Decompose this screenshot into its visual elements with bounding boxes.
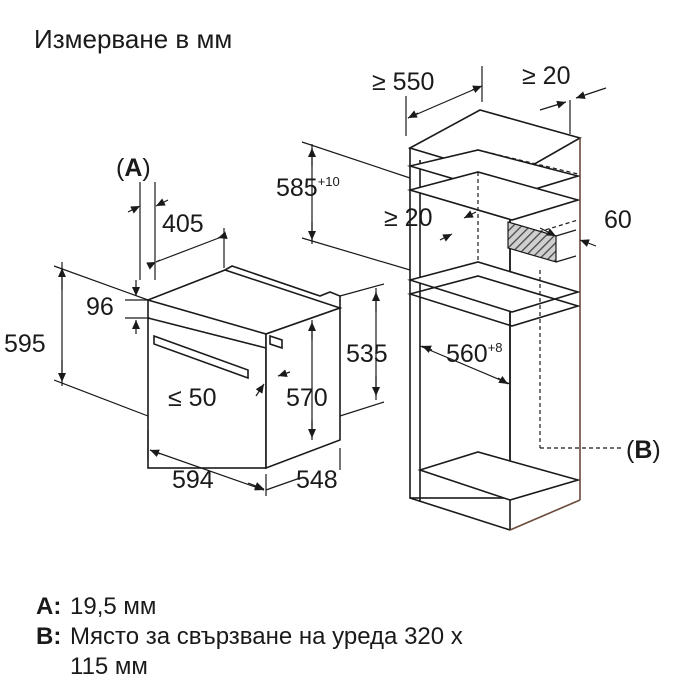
label-ge-20-mid: ≥ 20 (384, 204, 432, 232)
label-ge-20-top: ≥ 20 (522, 62, 570, 90)
oven (145, 265, 343, 470)
diagram-title: Измерване в мм (34, 24, 233, 54)
legend-b-text-2: 115 мм (70, 653, 148, 680)
legend: A: 19,5 мм B: Място за свързване на уреда … (36, 592, 463, 682)
legend-b-text-1: Място за свързване на уреда 320 х (70, 623, 463, 650)
label-594: 594 (172, 466, 214, 494)
legend-a: A: 19,5 мм (36, 592, 463, 622)
label-b-side: (B) (626, 436, 661, 464)
label-570: 570 (286, 384, 328, 412)
label-a-top: (A) (116, 154, 151, 182)
label-548: 548 (296, 466, 338, 494)
label-ge-550: ≥ 550 (372, 68, 434, 96)
legend-b-key: B: (36, 623, 62, 650)
oven-handle (153, 334, 249, 380)
legend-a-text: 19,5 мм (70, 593, 157, 620)
label-96: 96 (86, 293, 114, 321)
label-535: 535 (346, 340, 388, 368)
oven-dimensions (53, 182, 385, 496)
label-60: 60 (604, 206, 632, 234)
label-405: 405 (162, 210, 204, 238)
label-595: 595 (4, 330, 46, 358)
label-585: 585+10 (276, 174, 340, 202)
label-560: 560+8 (446, 340, 503, 368)
cabinet (406, 109, 583, 531)
legend-a-key: A: (36, 593, 62, 620)
cabinet-dimensions (301, 66, 607, 385)
ventilation-opening (507, 221, 557, 263)
legend-b: B: Място за свързване на уреда 320 х (36, 622, 463, 652)
label-le-50: ≤ 50 (168, 384, 216, 412)
oven-side (265, 306, 341, 470)
